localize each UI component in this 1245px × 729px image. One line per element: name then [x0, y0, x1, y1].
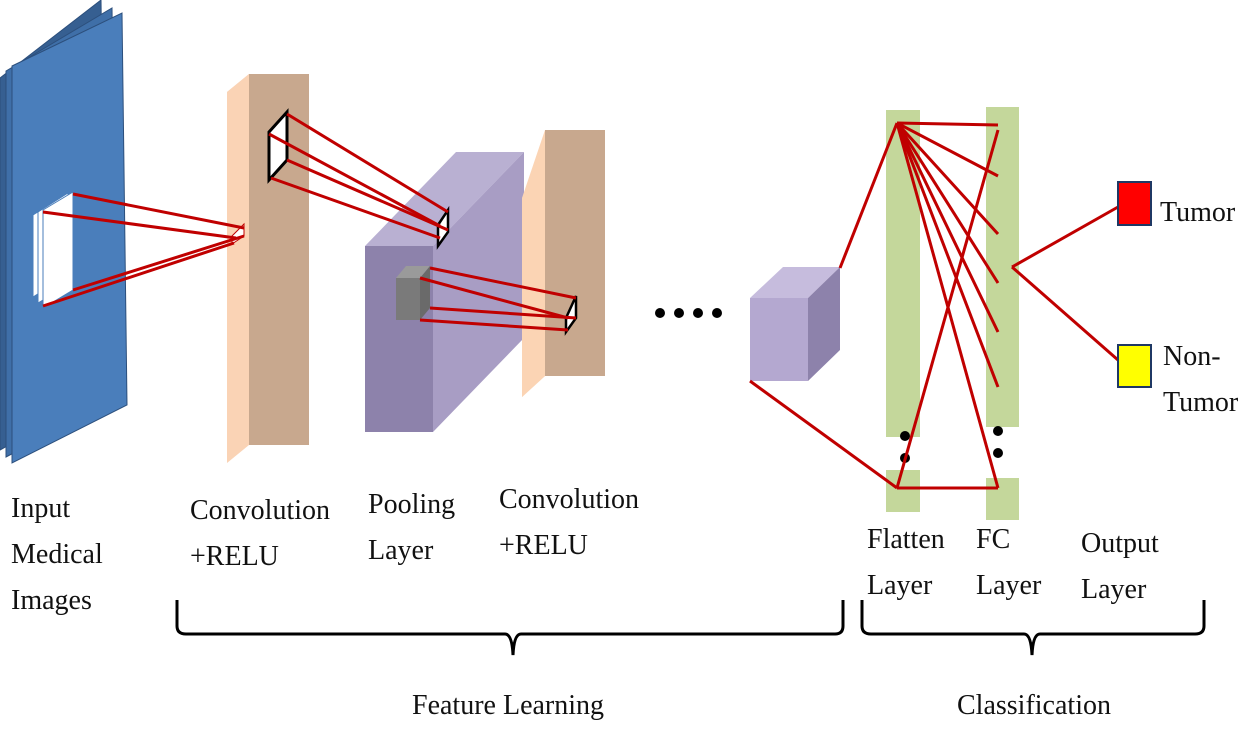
continuation-dots — [655, 308, 722, 318]
fc-label-line1: FC — [976, 524, 1011, 555]
pool-label-line2: Layer — [368, 535, 434, 566]
feature-learning-text: Feature Learning — [412, 690, 605, 721]
pool-label: Pooling Layer — [368, 482, 455, 574]
input-label: Input Medical Images — [11, 486, 103, 624]
classification-brace — [860, 600, 1206, 656]
input-label-line1: Input — [11, 493, 71, 524]
connection-lines — [42, 112, 1119, 490]
conv2-label-line1: Convolution — [499, 484, 640, 515]
fc-label: FC Layer — [976, 517, 1041, 609]
conv2-label: Convolution +RELU — [499, 477, 639, 569]
flatten-label: Flatten Layer — [867, 517, 945, 609]
output-label-line1: Output — [1081, 528, 1159, 559]
conv1-label-line1: Convolution — [190, 495, 331, 526]
conv1-label-line2: +RELU — [190, 541, 279, 572]
pool-label-line1: Pooling — [368, 489, 456, 520]
input-label-line3: Images — [11, 585, 92, 616]
nontumor-label-line1: Non- — [1163, 341, 1221, 372]
conv1-label: Convolution +RELU — [190, 488, 330, 580]
output-label-line2: Layer — [1081, 574, 1147, 605]
feature-learning-label: Feature Learning — [412, 683, 604, 729]
input-image-stack — [0, 0, 128, 464]
nontumor-label: Non- Tumor — [1163, 334, 1238, 426]
flatten-label-line1: Flatten — [867, 524, 945, 555]
output-label: Output Layer — [1081, 521, 1159, 613]
feature-cube — [750, 267, 840, 381]
fc-label-line2: Layer — [976, 570, 1042, 601]
tumor-output-box — [1117, 181, 1152, 226]
pooling-layer — [365, 152, 524, 432]
classification-label: Classification — [957, 683, 1111, 729]
input-label-line2: Medical — [11, 539, 103, 570]
tumor-label-text: Tumor — [1160, 197, 1236, 228]
nontumor-label-line2: Tumor — [1163, 387, 1239, 418]
conv-layer-2 — [522, 130, 605, 397]
tumor-label: Tumor — [1160, 190, 1235, 236]
conv-layer-1 — [227, 74, 309, 463]
classification-text: Classification — [957, 690, 1111, 721]
conv2-label-line2: +RELU — [499, 530, 588, 561]
nontumor-output-box — [1117, 344, 1152, 388]
flatten-label-line2: Layer — [867, 570, 933, 601]
feature-learning-brace — [175, 600, 845, 656]
